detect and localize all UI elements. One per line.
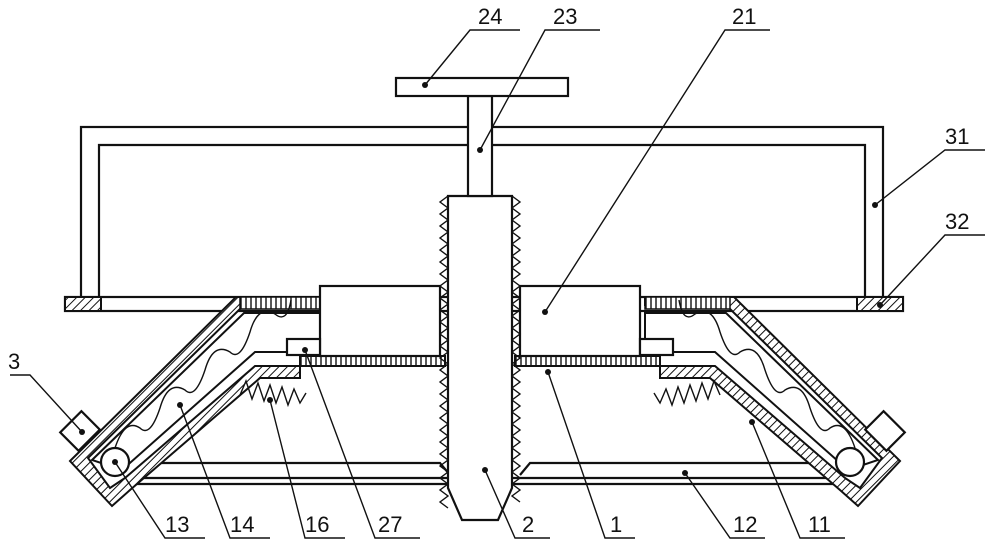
roller-right <box>834 446 866 478</box>
label-1: 1 <box>610 512 622 537</box>
lead-screw <box>438 194 522 522</box>
label-31: 31 <box>945 124 969 149</box>
label-21: 21 <box>732 4 756 29</box>
label-27: 27 <box>378 512 402 537</box>
leader-dots <box>79 82 883 476</box>
label-11: 11 <box>808 512 831 537</box>
guide-block-left <box>285 337 322 357</box>
side-block-right <box>863 409 907 453</box>
nut-block-right <box>518 284 642 358</box>
zigzag-spring-left <box>239 379 307 408</box>
zigzag-spring-right <box>653 379 721 408</box>
label-12: 12 <box>733 512 757 537</box>
label-16: 16 <box>305 512 329 537</box>
handle-bar <box>394 76 570 98</box>
guide-block-right <box>638 337 675 357</box>
label-3: 3 <box>8 349 20 374</box>
label-14: 14 <box>230 512 254 537</box>
leader-lines <box>10 29 985 539</box>
label-32: 32 <box>945 209 969 234</box>
nut-block-left <box>318 284 442 358</box>
spring-right <box>678 299 856 449</box>
spring-left <box>114 299 292 449</box>
label-24: 24 <box>478 4 502 29</box>
handle-shaft <box>466 94 494 198</box>
label-13: 13 <box>165 512 189 537</box>
label-2: 2 <box>522 512 534 537</box>
label-23: 23 <box>553 4 577 29</box>
